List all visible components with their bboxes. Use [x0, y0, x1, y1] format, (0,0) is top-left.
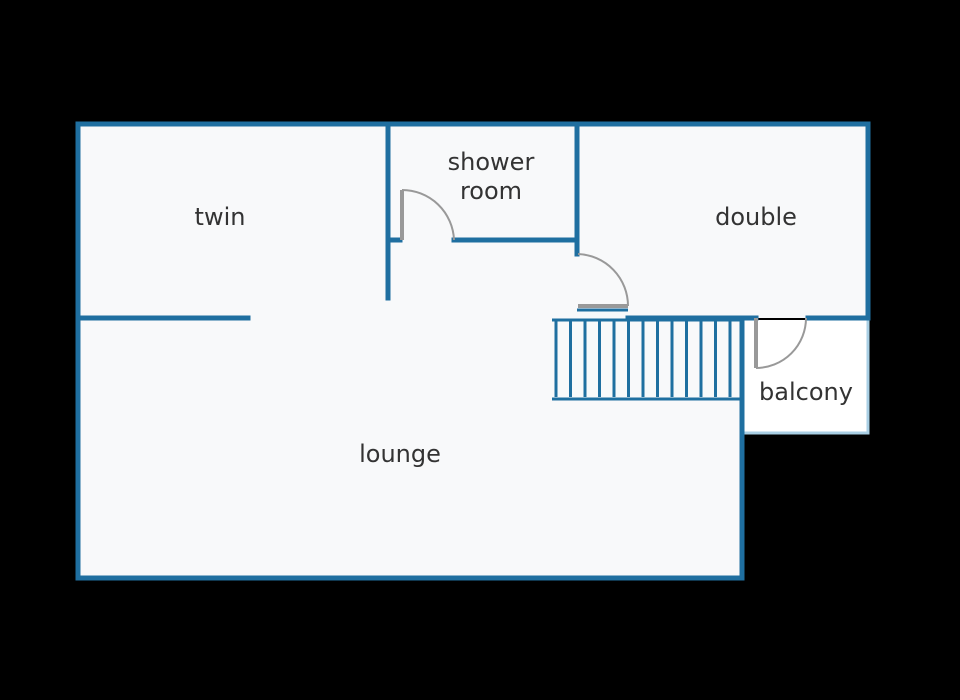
- balcony-outline: [742, 320, 870, 435]
- balcony-floor: [742, 320, 868, 433]
- balcony-door: [754, 317, 807, 369]
- room-label-balcony: balcony: [759, 378, 853, 406]
- room-label-twin: twin: [195, 203, 246, 231]
- shower-door: [400, 189, 455, 241]
- upper-floor: [78, 124, 868, 318]
- room-label-shower-line2: room: [460, 177, 522, 205]
- room-label-lounge: lounge: [359, 440, 441, 468]
- double-door: [577, 253, 629, 308]
- room-label-double: double: [715, 203, 797, 231]
- staircase: [552, 318, 742, 401]
- outer-wall: [75, 121, 871, 581]
- room-label-shower-line1: shower: [448, 148, 535, 176]
